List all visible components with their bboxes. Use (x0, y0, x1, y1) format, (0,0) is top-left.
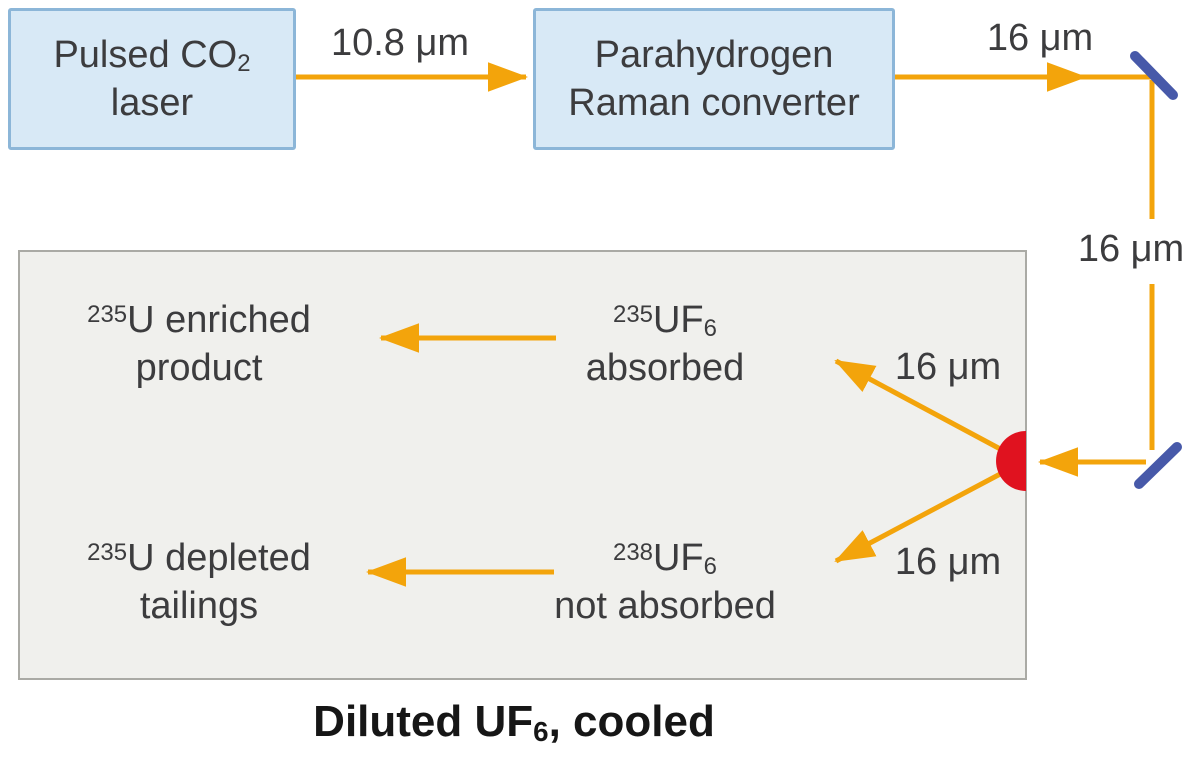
label-absorbed-wavelength: 16 μm (894, 346, 1002, 388)
pulsed-co2-laser-box: Pulsed CO2 laser (8, 8, 296, 150)
label-not-absorbed-wavelength: 16 μm (894, 541, 1002, 583)
raman-converter-label: Parahydrogen Raman converter (568, 34, 860, 124)
bottom-mirror-icon (1134, 442, 1182, 489)
diagram-caption: Diluted UF6, cooled (313, 697, 715, 747)
raman-converter-box: Parahydrogen Raman converter (533, 8, 895, 150)
enriched-product-label: 235U enriched product (87, 299, 311, 389)
depleted-tailings-label: 235U depleted tailings (87, 537, 311, 627)
label-pump-wavelength: 10.8 μm (330, 22, 470, 64)
uf6-not-absorbed-label: 238UF6 not absorbed (554, 537, 776, 627)
label-down-wavelength: 16 μm (1077, 228, 1185, 270)
uf6-absorbed-label: 235UF6 absorbed (585, 299, 745, 389)
top-mirror-icon (1130, 51, 1178, 100)
label-converted-wavelength: 16 μm (986, 17, 1094, 59)
separation-chamber-box (18, 250, 1027, 680)
pulsed-co2-laser-label: Pulsed CO2 laser (53, 34, 251, 124)
